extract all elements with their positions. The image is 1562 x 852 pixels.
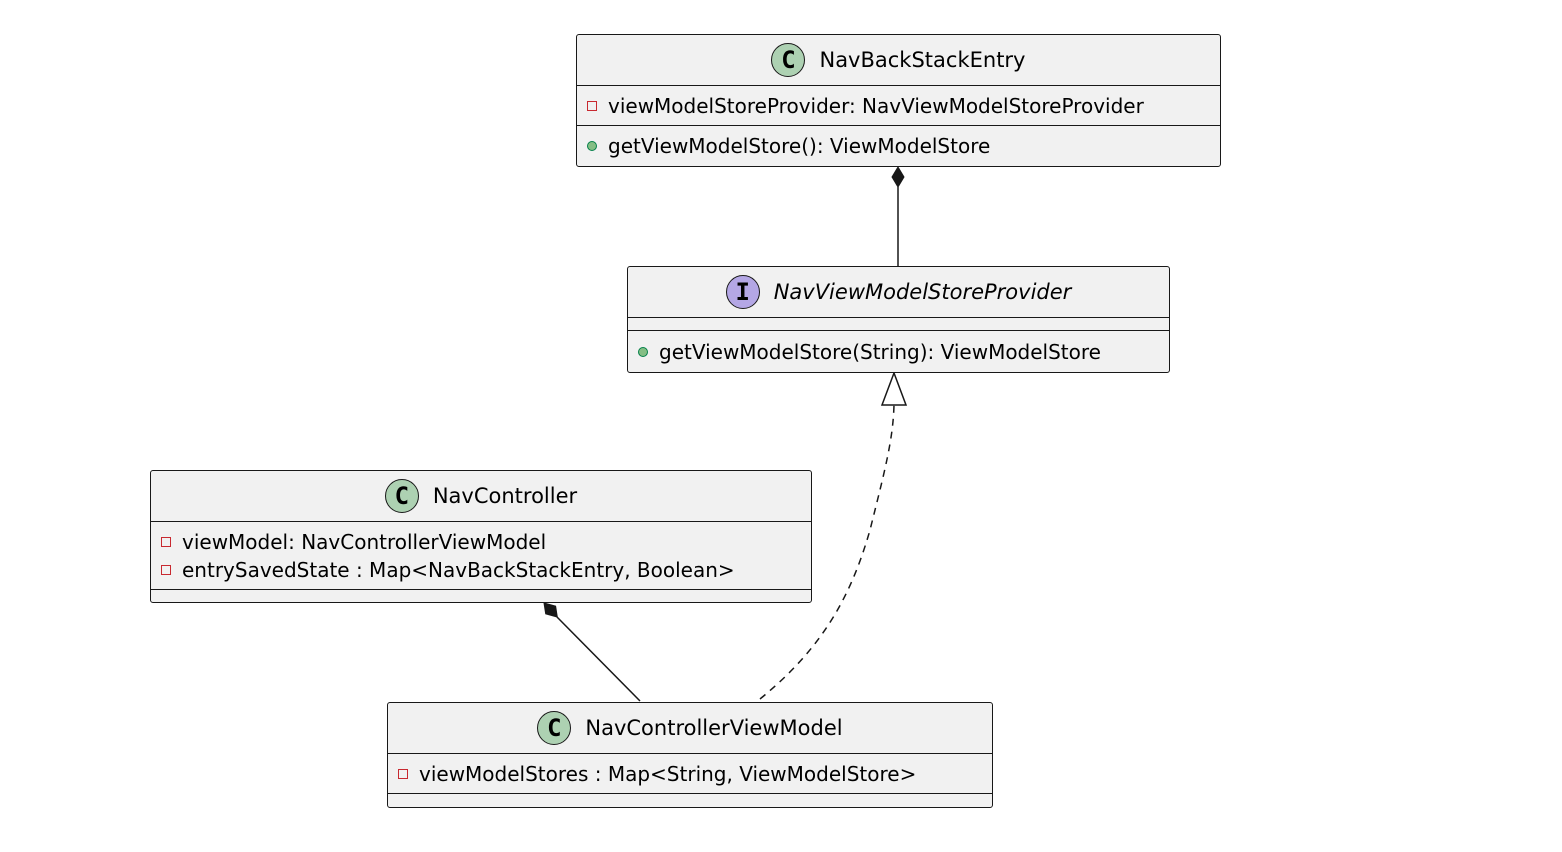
field-text: entrySavedState : Map<NavBackStackEntry,… bbox=[182, 558, 735, 582]
class-header: C NavControllerViewModel bbox=[388, 703, 992, 754]
field-text: viewModel: NavControllerViewModel bbox=[182, 530, 547, 554]
class-name: NavController bbox=[432, 484, 578, 508]
field-row: viewModelStoreProvider: NavViewModelStor… bbox=[587, 92, 1220, 120]
private-visibility-icon bbox=[161, 565, 171, 575]
composition-diamond bbox=[543, 602, 558, 618]
class-navcontrollerviewmodel[interactable]: C NavControllerViewModel viewModelStores… bbox=[387, 702, 993, 808]
class-name: NavControllerViewModel bbox=[585, 716, 843, 740]
methods-section: getViewModelStore(String): ViewModelStor… bbox=[628, 331, 1169, 372]
method-row: getViewModelStore(): ViewModelStore bbox=[587, 132, 1220, 160]
private-visibility-icon bbox=[161, 537, 171, 547]
class-name: NavBackStackEntry bbox=[819, 48, 1026, 72]
field-text: viewModelStores : Map<String, ViewModelS… bbox=[419, 762, 917, 786]
field-row: viewModel: NavControllerViewModel bbox=[161, 528, 811, 556]
class-stereotype-icon: C bbox=[771, 43, 806, 77]
composition-navbackstackentry-navviewmodelstoreprovider bbox=[891, 166, 905, 266]
public-visibility-icon bbox=[587, 141, 597, 151]
method-text: getViewModelStore(): ViewModelStore bbox=[608, 134, 991, 158]
fields-section bbox=[628, 318, 1169, 331]
class-stereotype-icon: C bbox=[384, 479, 419, 513]
interface-stereotype-icon: I bbox=[725, 275, 760, 309]
class-name: NavViewModelStoreProvider bbox=[773, 280, 1072, 304]
private-visibility-icon bbox=[587, 101, 597, 111]
interface-navviewmodelstoreprovider[interactable]: I NavViewModelStoreProvider getViewModel… bbox=[627, 266, 1170, 373]
field-row: viewModelStores : Map<String, ViewModelS… bbox=[398, 760, 992, 788]
class-navbackstackentry[interactable]: C NavBackStackEntry viewModelStoreProvid… bbox=[576, 34, 1221, 167]
fields-section: viewModelStoreProvider: NavViewModelStor… bbox=[577, 86, 1220, 126]
methods-section bbox=[388, 794, 992, 807]
field-text: viewModelStoreProvider: NavViewModelStor… bbox=[608, 94, 1144, 118]
methods-section: getViewModelStore(): ViewModelStore bbox=[577, 126, 1220, 166]
class-header: C NavBackStackEntry bbox=[577, 35, 1220, 86]
fields-section: viewModel: NavControllerViewModel entryS… bbox=[151, 522, 811, 590]
private-visibility-icon bbox=[398, 769, 408, 779]
realization-arrowhead bbox=[880, 370, 908, 406]
method-text: getViewModelStore(String): ViewModelStor… bbox=[659, 340, 1101, 364]
class-header: C NavController bbox=[151, 471, 811, 522]
public-visibility-icon bbox=[638, 347, 648, 357]
class-navcontroller[interactable]: C NavController viewModel: NavController… bbox=[150, 470, 812, 603]
method-row: getViewModelStore(String): ViewModelStor… bbox=[638, 338, 1169, 366]
fields-section: viewModelStores : Map<String, ViewModelS… bbox=[388, 754, 992, 794]
class-stereotype-icon: C bbox=[537, 711, 572, 745]
composition-navcontroller-navcontrollerviewmodel bbox=[543, 602, 641, 702]
field-row: entrySavedState : Map<NavBackStackEntry,… bbox=[161, 556, 811, 584]
methods-section bbox=[151, 590, 811, 603]
class-header: I NavViewModelStoreProvider bbox=[628, 267, 1169, 318]
composition-diamond bbox=[891, 166, 905, 188]
